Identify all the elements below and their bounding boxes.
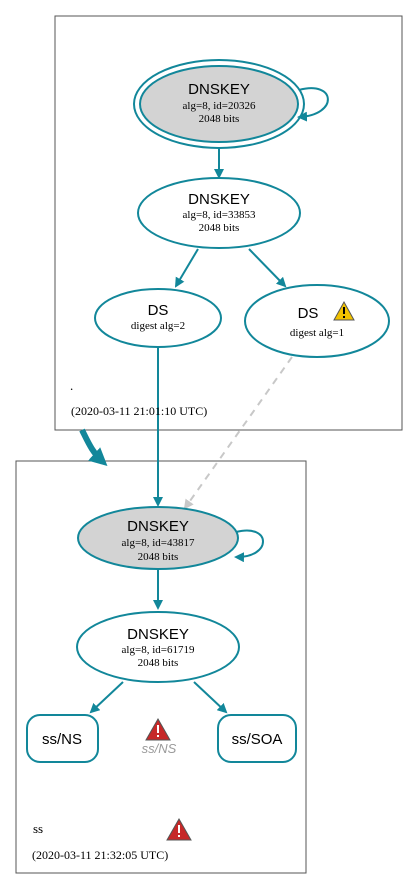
yellow-warning-icon bbox=[333, 300, 355, 321]
delegation-arrow bbox=[79, 428, 108, 467]
root-zone-box bbox=[54, 15, 403, 431]
ss-zone-label: ss bbox=[33, 821, 43, 836]
ss-zsk-to-ns-edge bbox=[89, 681, 124, 714]
root-ksk-node[interactable]: DNSKEY alg=8, id=20326 2048 bits bbox=[133, 59, 305, 149]
ss-zsk-line1: alg=8, id=61719 bbox=[122, 644, 195, 656]
ss-soa-record-node[interactable]: ss/SOA bbox=[217, 714, 297, 763]
ss-ns-warning-node[interactable]: ss/NS bbox=[142, 717, 177, 756]
root-ksk-line1: alg=8, id=20326 bbox=[183, 100, 256, 112]
ds1-to-ss-ksk-dashed-edge bbox=[183, 356, 293, 510]
ds-digest-1-title: DS bbox=[298, 305, 319, 322]
ss-ksk-line1: alg=8, id=43817 bbox=[122, 537, 195, 549]
root-ksk-title: DNSKEY bbox=[188, 81, 250, 98]
root-zsk-line1: alg=8, id=33853 bbox=[183, 209, 256, 221]
zone-warning-icon bbox=[166, 817, 192, 841]
root-zsk-to-ds1-edge bbox=[248, 248, 287, 288]
ds-digest-2-line1: digest alg=2 bbox=[131, 320, 185, 332]
ss-ksk-line2: 2048 bits bbox=[138, 551, 179, 563]
root-zsk-line2: 2048 bits bbox=[199, 222, 240, 234]
ss-ns-record-node[interactable]: ss/NS bbox=[26, 714, 99, 763]
ss-zsk-line2: 2048 bits bbox=[138, 657, 179, 669]
root-ksk-line2: 2048 bits bbox=[199, 113, 240, 125]
root-zsk-node[interactable]: DNSKEY alg=8, id=33853 2048 bits bbox=[137, 177, 301, 249]
ss-zone-timestamp: (2020-03-11 21:32:05 UTC) bbox=[32, 848, 168, 862]
ds-digest-2-node[interactable]: DS digest alg=2 bbox=[94, 288, 222, 348]
ss-ns-title: ss/NS bbox=[42, 731, 82, 748]
ss-ksk-self-loop bbox=[234, 529, 264, 563]
ds-digest-1-line1: digest alg=1 bbox=[290, 327, 344, 339]
ss-soa-title: ss/SOA bbox=[232, 731, 283, 748]
root-zone-label: . bbox=[70, 378, 73, 393]
ss-ksk-title: DNSKEY bbox=[127, 518, 189, 535]
ss-zsk-node[interactable]: DNSKEY alg=8, id=61719 2048 bits bbox=[76, 611, 240, 683]
root-ksk-self-loop bbox=[297, 87, 329, 122]
root-zone-timestamp: (2020-03-11 21:01:10 UTC) bbox=[71, 404, 207, 418]
ss-zsk-title: DNSKEY bbox=[127, 626, 189, 643]
ds-digest-2-title: DS bbox=[148, 302, 169, 319]
root-zsk-to-ds2-edge bbox=[174, 248, 199, 288]
ss-ksk-node[interactable]: DNSKEY alg=8, id=43817 2048 bits bbox=[77, 506, 239, 570]
ds-digest-1-node[interactable]: DS digest alg=1 bbox=[244, 284, 390, 358]
red-warning-icon bbox=[145, 717, 171, 741]
ss-ns-warning-title: ss/NS bbox=[142, 741, 177, 756]
ss-zsk-to-soa-edge bbox=[193, 681, 228, 714]
ss-zone-box bbox=[15, 460, 307, 874]
root-zsk-title: DNSKEY bbox=[188, 191, 250, 208]
